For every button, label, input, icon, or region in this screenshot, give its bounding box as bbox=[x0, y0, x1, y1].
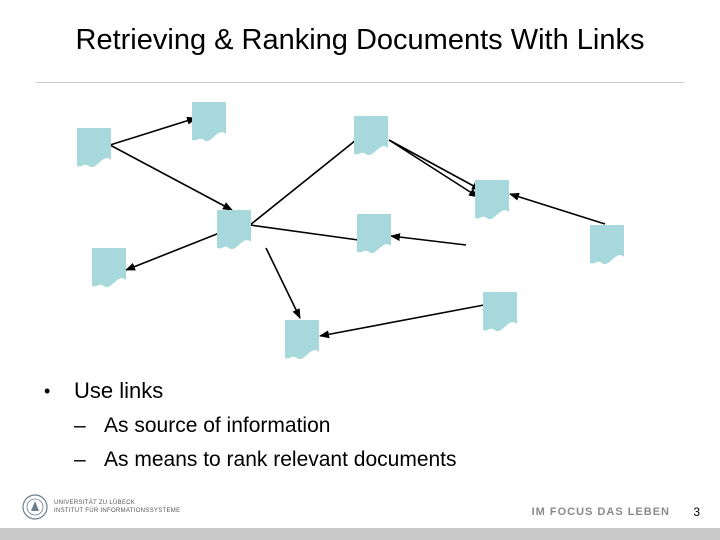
university-seal-icon bbox=[22, 494, 48, 520]
document-node bbox=[354, 116, 388, 156]
sub-bullet-text: As means to rank relevant documents bbox=[104, 448, 457, 471]
university-line: UNIVERSITÄT ZU LÜBECK bbox=[54, 500, 136, 506]
sub-bullet-dash: – bbox=[74, 414, 86, 437]
title-divider bbox=[36, 82, 684, 83]
footer-motto: IM FOCUS DAS LEBEN bbox=[531, 506, 670, 518]
slide-title: Retrieving & Ranking Documents With Link… bbox=[75, 24, 645, 56]
link-arrow bbox=[319, 304, 485, 339]
link-arrow bbox=[249, 127, 372, 226]
document-nodes bbox=[77, 102, 624, 360]
document-node bbox=[475, 180, 509, 220]
link-arrow bbox=[390, 233, 467, 246]
document-node bbox=[77, 128, 111, 168]
document-node bbox=[357, 214, 391, 254]
bullet-text: Use links bbox=[74, 378, 164, 403]
page-number: 3 bbox=[693, 505, 700, 519]
footer-bar bbox=[0, 528, 720, 540]
document-node bbox=[483, 292, 517, 332]
sub-bullet-item: – As means to rank relevant documents bbox=[74, 448, 457, 472]
link-arrow bbox=[109, 144, 233, 211]
link-arrow bbox=[109, 116, 197, 146]
link-arrow bbox=[509, 192, 606, 225]
sub-bullet-item: – As source of information bbox=[74, 414, 457, 438]
document-node bbox=[590, 225, 624, 265]
institute-line: INSTITUT FÜR INFORMATIONSSYSTEME bbox=[54, 508, 181, 514]
document-node bbox=[217, 210, 251, 250]
university-logo-block: UNIVERSITÄT ZU LÜBECK INSTITUT FÜR INFOR… bbox=[22, 492, 180, 522]
link-arrow bbox=[125, 227, 233, 271]
document-node bbox=[192, 102, 226, 142]
university-name: UNIVERSITÄT ZU LÜBECK INSTITUT FÜR INFOR… bbox=[54, 499, 180, 515]
document-node bbox=[285, 320, 319, 360]
link-arrow bbox=[265, 247, 301, 319]
link-arrow bbox=[388, 139, 482, 191]
link-arrow bbox=[388, 139, 479, 198]
bullet-item: • Use links bbox=[44, 378, 457, 404]
sub-bullet-dash: – bbox=[74, 448, 86, 471]
document-node bbox=[92, 248, 126, 288]
sub-bullet-text: As source of information bbox=[104, 414, 331, 437]
bullet-dot: • bbox=[44, 380, 51, 401]
bullet-list: • Use links – As source of information –… bbox=[44, 378, 457, 472]
